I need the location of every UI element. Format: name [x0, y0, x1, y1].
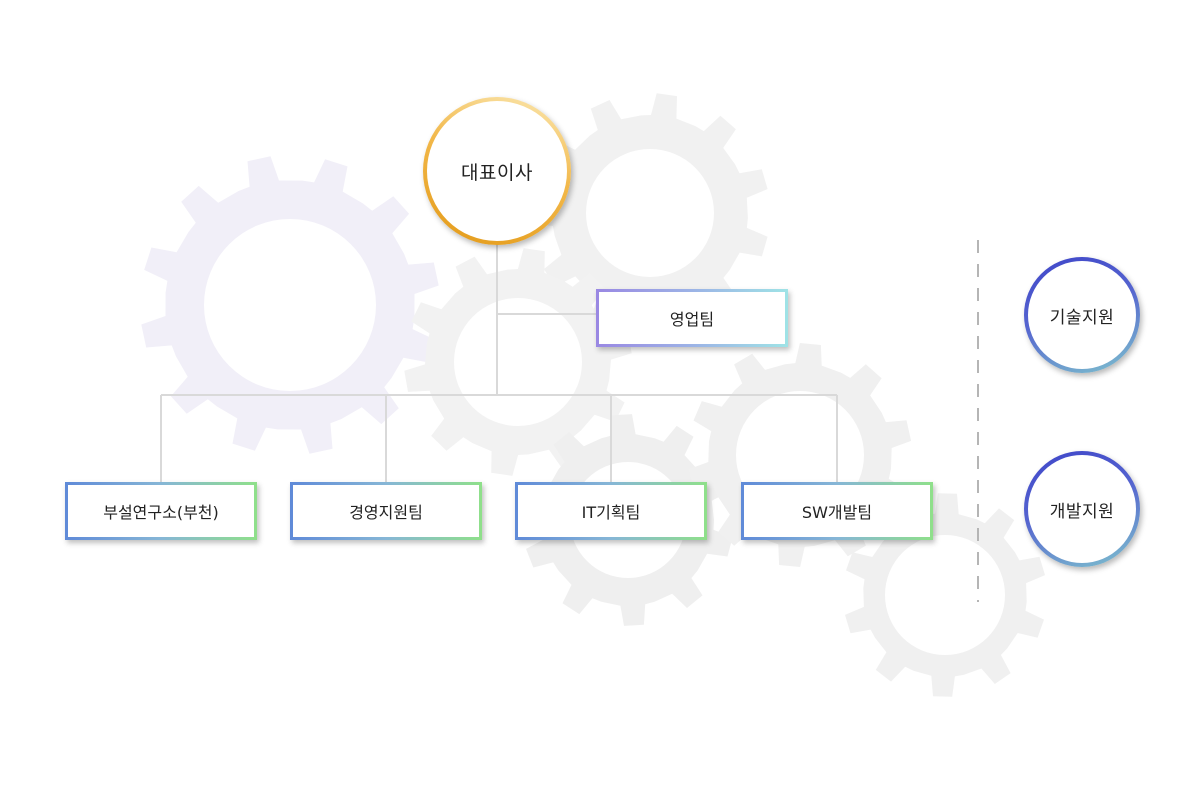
- dept-label: 부설연구소(부천): [103, 503, 219, 522]
- ceo-label: 대표이사: [461, 161, 533, 184]
- gear-icon-lower-center: [523, 414, 733, 626]
- dept-label: IT기획팀: [581, 503, 641, 522]
- dev-support-label: 개발지원: [1049, 501, 1115, 522]
- sales-team-label: 영업팀: [669, 310, 715, 329]
- dept-label: SW개발팀: [801, 503, 873, 522]
- sales-team-node[interactable]: 영업팀: [596, 289, 788, 347]
- gear-icon-left: [141, 156, 439, 454]
- gear-shape: [845, 493, 1045, 697]
- tech-support-node[interactable]: 기술지원: [1024, 257, 1140, 373]
- dev-support-node[interactable]: 개발지원: [1024, 451, 1140, 567]
- dept-node-management-support[interactable]: 경영지원팀: [290, 482, 482, 540]
- dept-label: 경영지원팀: [349, 503, 423, 522]
- gear-icon-top-center: [530, 93, 768, 333]
- gear-shape: [530, 93, 768, 333]
- ceo-node[interactable]: 대표이사: [423, 97, 571, 245]
- gear-shape: [523, 414, 733, 626]
- tech-support-label: 기술지원: [1049, 307, 1115, 328]
- dept-node-sw-development[interactable]: SW개발팀: [741, 482, 933, 540]
- dept-node-it-planning[interactable]: IT기획팀: [515, 482, 707, 540]
- gear-icon-bottom-right: [845, 493, 1045, 697]
- gear-shape: [141, 156, 439, 454]
- gear-icon-center: [404, 248, 632, 476]
- dept-node-research-lab[interactable]: 부설연구소(부천): [65, 482, 257, 540]
- gear-shape: [404, 248, 632, 476]
